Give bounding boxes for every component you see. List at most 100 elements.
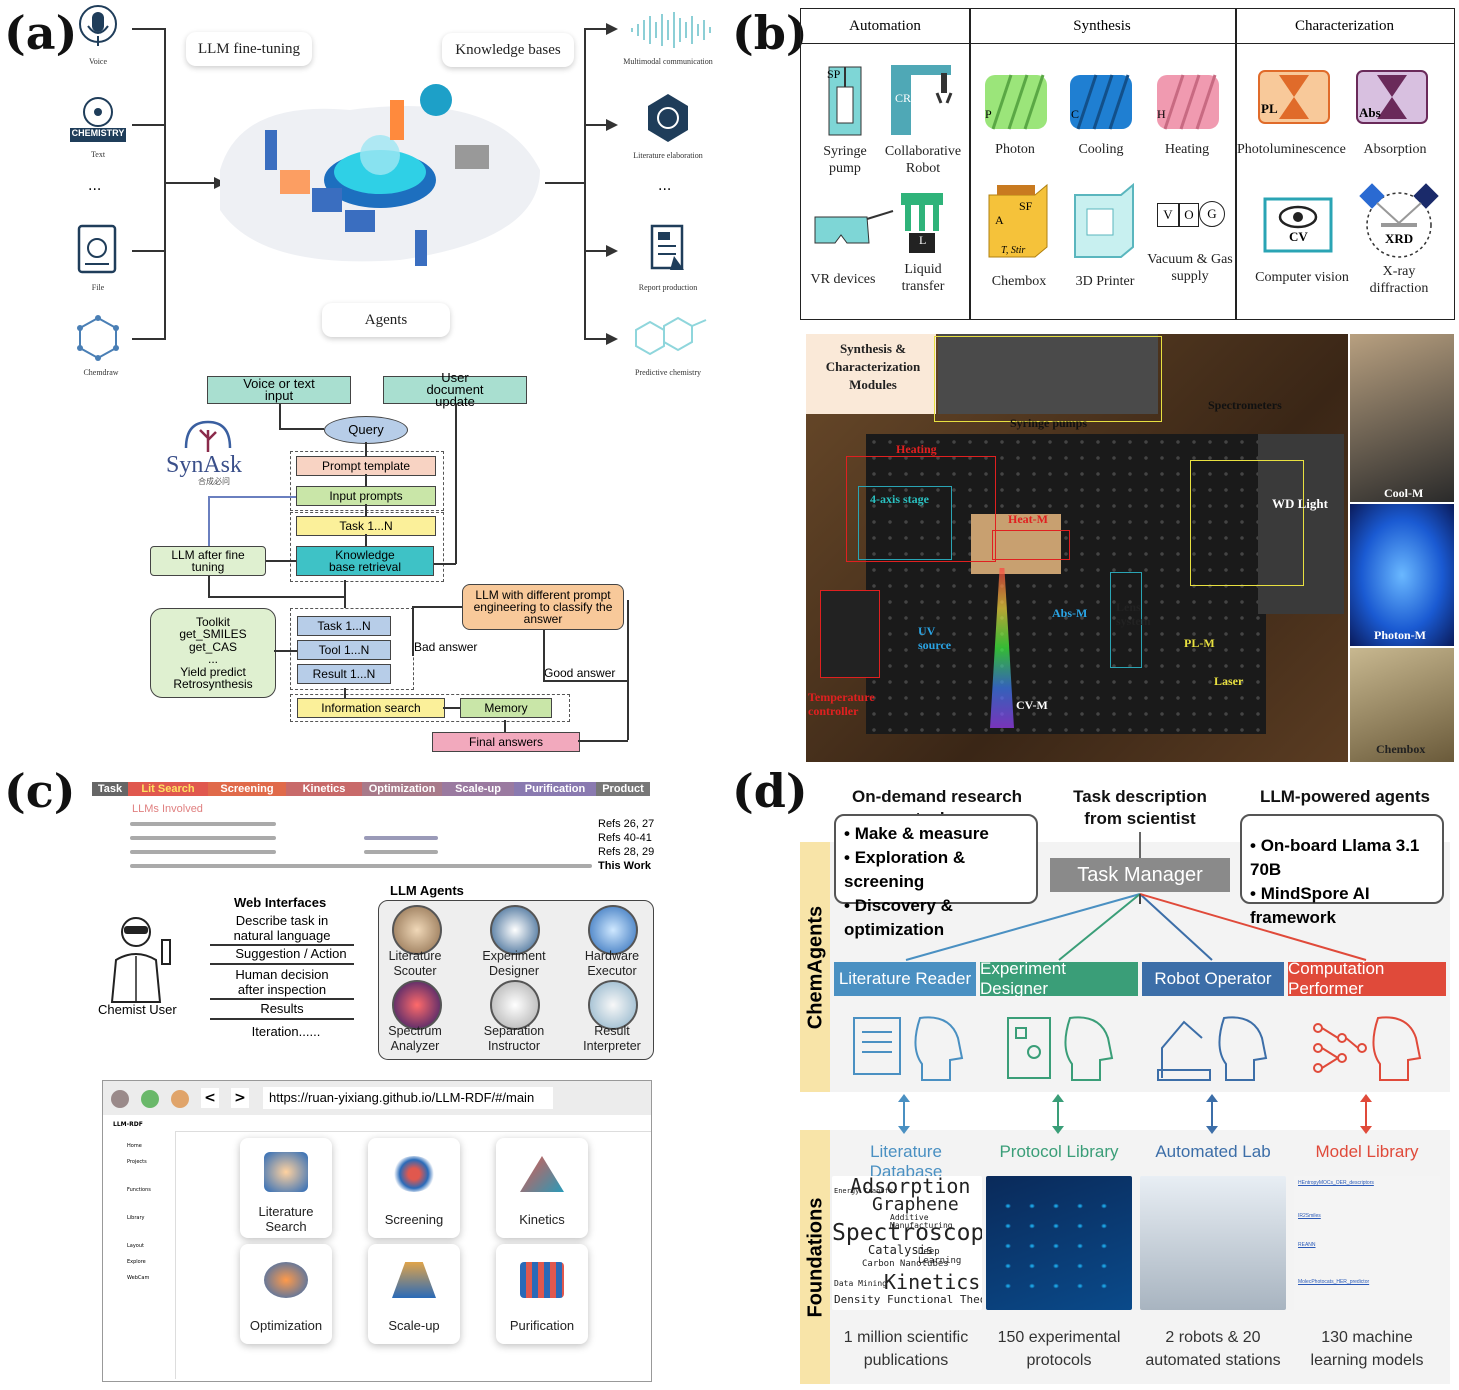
synask-subtitle: 合成必问 [198,477,230,486]
3d-printer-icon [1074,182,1134,258]
forward-button[interactable]: > [231,1088,249,1108]
agent-literature-scouter: Literature Scouter [388,949,442,978]
cr-letter: CR [895,91,912,105]
cool-m-label: Cool-M [1384,486,1424,500]
word: Additive Manufacturing [890,1213,953,1230]
sp-letter: SP [827,67,841,81]
flow-human-decision: Human decision after inspection [235,967,329,997]
literature-reader-icon [853,1016,964,1081]
word: Carbon Nanotubes [862,1259,949,1269]
sidebar-item-layout[interactable]: Layout [127,1243,144,1249]
heating-photo-label: Heating [896,442,937,456]
window-min-dot[interactable] [141,1090,159,1108]
heating-icon [1157,74,1219,130]
photo-thumb-photon [1350,504,1454,646]
user-document-update: User document update [383,371,527,408]
agent-spectrum-analyzer: Spectrum Analyzer [388,1024,442,1053]
liquid-transfer-label: Liquid transfer [901,262,945,294]
task-item: • Make & measure [844,824,989,843]
card-kinetics[interactable]: Kinetics [496,1138,588,1238]
word: Density Functional Theory [834,1293,982,1306]
toolkit-line: get_CAS [188,639,238,654]
refs-this-work: This Work [598,860,651,872]
photo-thumb-cool [1350,334,1454,502]
input-text: Text [90,150,106,159]
screening-icon [392,1156,436,1192]
input-file: File [91,283,105,292]
temp-controller-label: Temperature controller [808,690,875,718]
window-max-dot[interactable] [171,1090,189,1108]
spectrum-analyzer-icon [392,980,442,1030]
h-letter: H [1157,107,1166,121]
optimization-icon [264,1262,308,1298]
sidebar-item-webcam[interactable]: WebCam [127,1275,150,1281]
synask-title: SynAsk [166,452,243,478]
tab-kinetics: Kinetics [286,782,362,796]
3d-printer-label: 3D Printer [1075,274,1135,289]
computer-vision-icon [1263,197,1333,253]
abs-m-label: Abs-M [1052,606,1088,620]
g-letter: G [1199,201,1225,227]
word: Kinetics [884,1270,981,1294]
modules-label: Synthesis & Characterization Modules [825,341,921,392]
scale-up-icon [392,1262,436,1298]
pl-m-label: PL-M [1184,636,1215,650]
syringe-pump-icon [828,66,862,136]
card-purification[interactable]: Purification [496,1244,588,1344]
cv-letter: CV [1289,229,1308,244]
xrd-icon [1359,183,1439,258]
card-screening[interactable]: Screening [368,1138,460,1238]
c-letter: C [1071,107,1080,121]
back-button[interactable]: < [201,1088,219,1108]
result-interpreter-icon [588,980,638,1030]
flow-describe: Describe task in natural language [233,913,331,943]
sidebar-item-home[interactable]: Home [127,1143,142,1149]
card-scale-up[interactable]: Scale-up [368,1244,460,1344]
good-answer-label: Good answer [544,666,616,680]
uv-source-label: UV source [918,624,952,652]
word: Spectroscopy [832,1220,982,1246]
a-letter: A [995,213,1004,227]
report-icon [650,224,684,270]
experiment-designer-icon [490,905,540,955]
sidebar-item-projects[interactable]: Projects [127,1159,147,1165]
foundation-automated-lab: Automated Lab [1155,1142,1271,1161]
model-entry: MolecPhotocats_HER_predictor [1298,1279,1370,1285]
photon-m-label: Photon-M [1374,628,1426,642]
word: Adsorption [850,1176,971,1198]
sf-letter: SF [1019,199,1033,213]
sidebar-item-functions[interactable]: Functions [127,1187,151,1193]
absorption-icon [1356,70,1428,124]
heating-label: Heating [1164,142,1210,157]
task-description-title: Task description from scientist [1073,787,1207,828]
sidebar-item-explore[interactable]: Explore [127,1259,146,1265]
chemdraw-icon [77,315,119,361]
spectrometers-label: Spectrometers [1208,398,1282,412]
stage-label: 4-axis stage [870,492,929,506]
toolkit-line: get_SMILES [179,627,247,641]
window-close-dot[interactable] [111,1090,129,1108]
url-bar[interactable]: https://ruan-yixiang.github.io/LLM-RDF/#… [263,1087,553,1109]
kinetics-icon [520,1156,564,1192]
sidebar-item-library[interactable]: Library [127,1215,145,1221]
input-voice: Voice [88,57,108,66]
refs-2: Refs 40-41 [598,832,652,844]
output-ellipsis: ... [658,178,672,194]
microphone-icon [79,5,117,46]
hardware-executor-icon [588,905,638,955]
card-literature-search[interactable]: Literature Search [240,1138,332,1238]
syringe-pumps-label: Syringe pumps [1010,416,1088,430]
lab-setup-photo [806,334,1348,762]
llm-after-fine-tuning: LLM after fine tuning [150,546,266,576]
flow-results: Results [260,1001,304,1016]
protocol-library-image [986,1176,1132,1310]
chembox-photo-label: Chembox [1376,742,1426,756]
absorption-label: Absorption [1363,142,1427,157]
vr-goggles-icon [814,210,894,244]
card-optimization[interactable]: Optimization [240,1244,332,1344]
photoluminescence-label: Photoluminescence [1237,142,1346,157]
xray-diffraction-label: X-ray diffraction [1369,264,1429,296]
output-report: Report production [638,283,698,292]
agent-hardware-executor: Hardware Executor [584,949,640,978]
output-literature: Literature elaboration [633,151,703,160]
